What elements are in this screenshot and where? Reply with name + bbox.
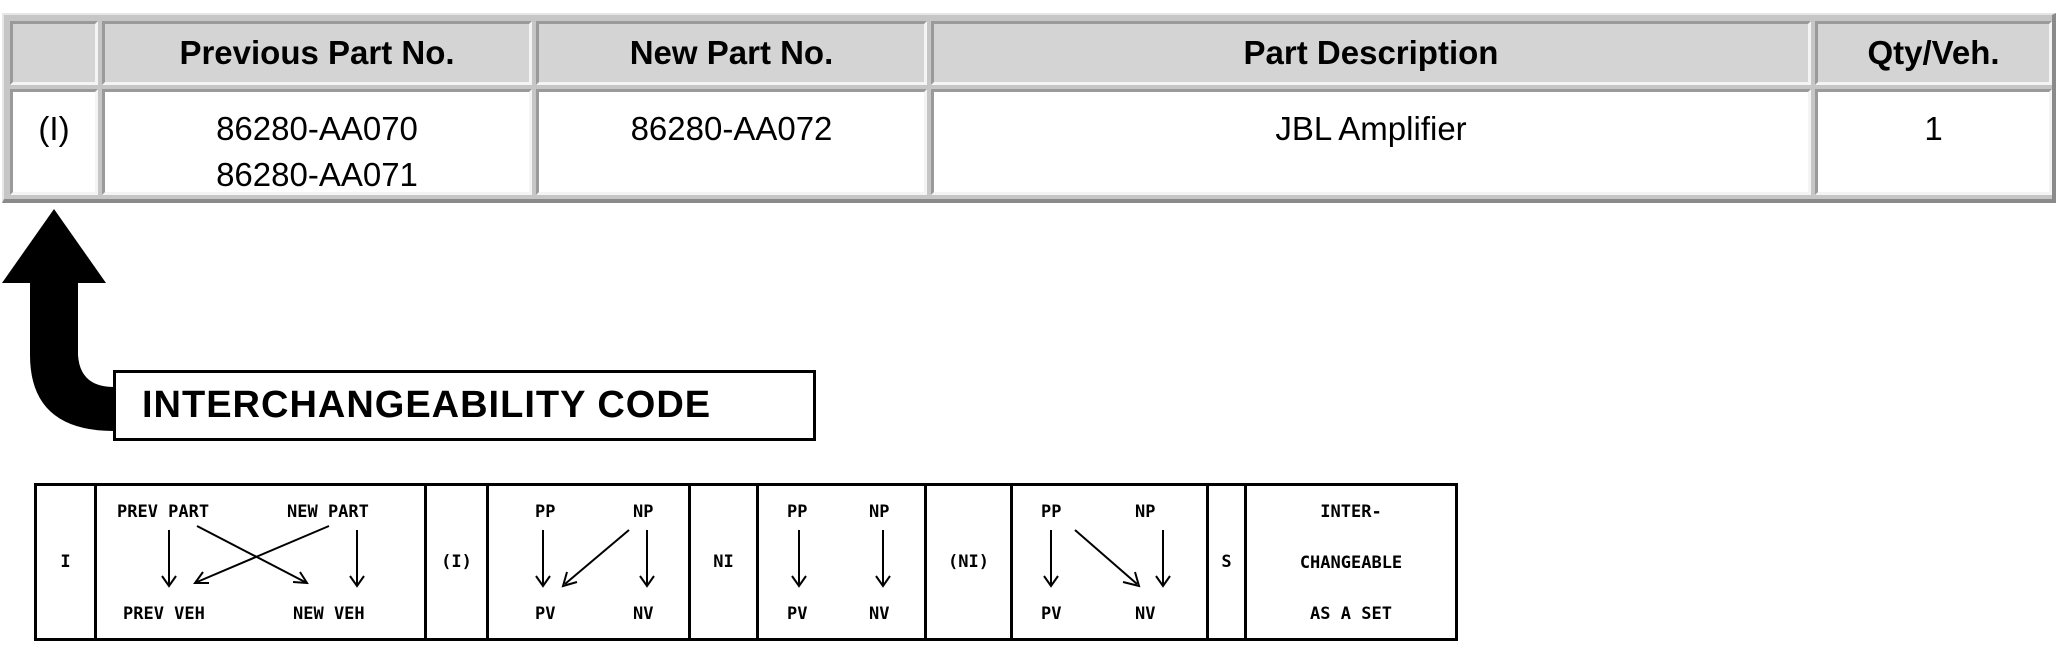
cell-previous-part-no: 86280-AA070 86280-AA071 — [102, 89, 532, 195]
cell-new-part-no: 86280-AA072 — [536, 89, 927, 195]
header-previous-part-no: Previous Part No. — [102, 21, 532, 85]
legend-code-ni: NI — [691, 486, 759, 638]
one-way-back-arrows-icon — [535, 529, 655, 588]
pv-text: PV — [787, 604, 808, 624]
legend-diagram-ni: PP NP PV NV — [759, 486, 927, 638]
interchangeability-code-label: INTERCHANGEABILITY CODE — [113, 370, 816, 441]
legend-set-description: INTER- CHANGEABLE AS A SET — [1247, 486, 1455, 638]
parallel-arrows-icon — [791, 530, 891, 588]
legend-code-paren-i-label: (I) — [441, 552, 472, 572]
curved-up-arrow-icon — [2, 209, 114, 431]
legend-code-paren-ni: (NI) — [927, 486, 1013, 638]
pp-text: PP — [1041, 502, 1062, 522]
cell-part-description: JBL Amplifier — [931, 89, 1811, 195]
nv-text: NV — [1135, 604, 1156, 624]
pp-text: PP — [535, 502, 556, 522]
legend-diagram-paren-i: PP NP PV NV — [489, 486, 691, 638]
crossed-arrows-icon — [161, 525, 365, 588]
prev-veh-text: PREV VEH — [123, 604, 205, 624]
legend-code-paren-i: (I) — [427, 486, 489, 638]
previous-part-no-2: 86280-AA071 — [216, 156, 418, 193]
interchangeability-legend: I PREV PART NEW PART PREV VEH NEW VEH (I… — [34, 483, 1458, 641]
header-code — [10, 21, 98, 85]
legend-code-i: I — [37, 486, 97, 638]
cell-qty: 1 — [1815, 89, 2052, 195]
legend-code-s: S — [1209, 486, 1247, 638]
legend-code-ni-label: NI — [713, 552, 734, 572]
np-text: NP — [633, 502, 654, 522]
new-veh-text: NEW VEH — [293, 604, 365, 624]
set-text-line-3: AS A SET — [1310, 604, 1392, 624]
parts-table: Previous Part No. New Part No. Part Desc… — [2, 13, 2056, 203]
previous-part-no-1: 86280-AA070 — [216, 110, 418, 147]
new-part-text: NEW PART — [287, 502, 369, 522]
prev-part-text: PREV PART — [117, 502, 210, 522]
pp-text: PP — [787, 502, 808, 522]
legend-code-s-label: S — [1221, 552, 1232, 572]
np-text: NP — [869, 502, 890, 522]
pv-text: PV — [1041, 604, 1062, 624]
pv-text: PV — [535, 604, 556, 624]
legend-code-paren-ni-label: (NI) — [948, 552, 989, 572]
legend-diagram-paren-ni: PP NP PV NV — [1013, 486, 1209, 638]
header-new-part-no: New Part No. — [536, 21, 927, 85]
cell-code: (I) — [10, 89, 98, 195]
one-way-forward-arrows-icon — [1043, 529, 1171, 588]
set-text-line-1: INTER- — [1320, 502, 1382, 522]
np-text: NP — [1135, 502, 1156, 522]
header-part-description: Part Description — [931, 21, 1811, 85]
legend-diagram-i: PREV PART NEW PART PREV VEH NEW VEH — [97, 486, 427, 638]
nv-text: NV — [869, 604, 890, 624]
legend-code-i-label: I — [60, 552, 71, 572]
header-qty-veh: Qty/Veh. — [1815, 21, 2052, 85]
set-text-line-2: CHANGEABLE — [1299, 553, 1403, 573]
nv-text: NV — [633, 604, 654, 624]
